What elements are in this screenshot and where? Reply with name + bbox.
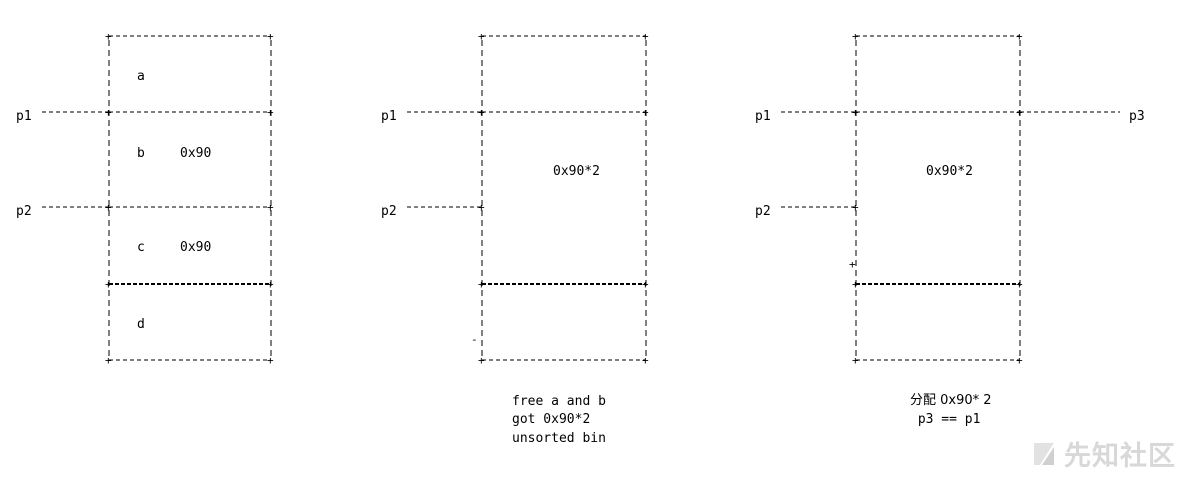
label-p3: p3 [1129,109,1145,124]
svg-text:+: + [267,30,274,43]
label-p2: p2 [16,204,32,219]
svg-text:+: + [267,354,274,367]
svg-text:+: + [478,30,485,43]
svg-text:+: + [105,106,112,119]
svg-text:+: + [478,278,485,291]
chunk-c-label: c [137,240,145,255]
chunk-d-label: d [137,317,145,332]
svg-text:+: + [852,278,859,291]
svg-text:+: + [642,354,649,367]
svg-text:+: + [852,30,859,43]
chunk-b-label: b [137,146,145,161]
caption-line-3: unsorted bin [512,431,606,446]
svg-text:-: - [471,333,478,346]
caption-line-1: 分配 0x90* 2 [910,393,992,408]
svg-text:+: + [642,30,649,43]
svg-text:+: + [105,30,112,43]
chunk-b-size: 0x90 [180,146,211,161]
caption-line-1: free a and b [512,394,606,409]
svg-text:+: + [642,106,649,119]
svg-text:+: + [1016,106,1023,119]
svg-text:+: + [849,258,856,271]
caption-line-2: p3 == p1 [910,412,980,427]
svg-text:+: + [1016,354,1023,367]
svg-text:+: + [852,201,859,214]
label-p1: p1 [755,109,771,124]
panel-3-chunks: + + + + + + + + + + [781,30,1120,367]
logo-icon [1034,442,1054,465]
label-p2: p2 [381,204,397,219]
svg-text:+: + [105,201,112,214]
svg-text:+: + [852,354,859,367]
merged-chunk-size: 0x90*2 [553,164,600,179]
chunk-a-label: a [137,69,145,84]
chunk-c-size: 0x90 [180,240,211,255]
watermark: 先知社区 [1030,434,1176,473]
caption-line-2: got 0x90*2 [512,412,590,427]
watermark-text: 先知社区 [1064,441,1176,472]
svg-text:+: + [105,354,112,367]
panel-2-chunks: + + + + + + + + + - [407,30,649,367]
svg-text:+: + [478,106,485,119]
svg-text:+: + [478,201,485,214]
panel-1-chunks: + + + + + + + + + + [42,30,274,367]
merged-chunk-size: 0x90*2 [926,164,973,179]
label-p2: p2 [755,204,771,219]
label-p1: p1 [381,109,397,124]
svg-text:+: + [642,278,649,291]
svg-text:+: + [105,278,112,291]
svg-text:+: + [852,106,859,119]
svg-text:+: + [267,201,274,214]
svg-text:+: + [267,278,274,291]
svg-text:+: + [1016,278,1023,291]
svg-text:+: + [478,354,485,367]
svg-text:+: + [267,106,274,119]
label-p1: p1 [16,109,32,124]
svg-text:+: + [1016,30,1023,43]
